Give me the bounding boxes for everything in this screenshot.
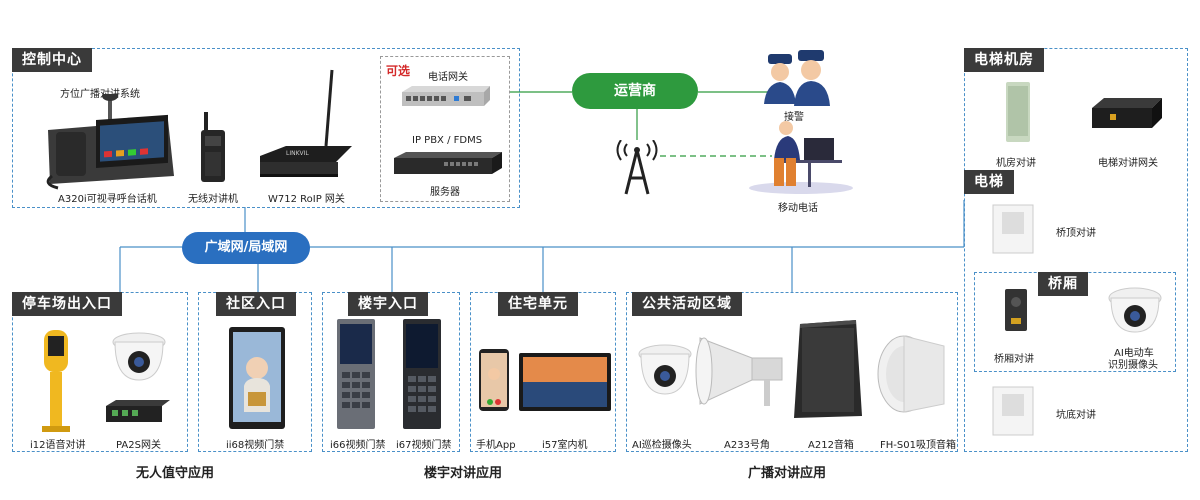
i12-label: i12语音对讲: [30, 440, 86, 451]
i67-image: [402, 318, 442, 430]
pa2s-label: PA2S网关: [116, 440, 161, 451]
optional-label: 可选: [386, 64, 411, 78]
mobile-app-image: [478, 348, 510, 412]
car-intercom-label: 桥厢对讲: [994, 354, 1034, 365]
ai-camera-label-line1: AI电动车: [1114, 348, 1154, 359]
server-image: [392, 150, 504, 178]
w712-label: W712 RoIP 网关: [268, 194, 345, 205]
parking-title: 停车场出入口: [12, 292, 122, 316]
horn-speaker-label: A233号角: [724, 440, 770, 451]
mobile-label: 移动电话: [778, 203, 818, 214]
horn-speaker-image: [694, 334, 794, 410]
ii68-image: [228, 326, 286, 430]
ai-camera-image: [1106, 282, 1164, 336]
cell-tower-icon: [612, 139, 662, 196]
walkie-talkie-image: [198, 112, 228, 184]
parking-camera-image: [110, 328, 168, 386]
mobile-app-label: 手机App: [476, 440, 516, 451]
box-speaker-image: [792, 320, 864, 420]
pa2s-image: [104, 398, 172, 426]
a320i-label: A320i可视寻呼台话机: [58, 194, 157, 205]
room-intercom-image: [1004, 80, 1032, 144]
ii68-label: ii68视频门禁: [226, 440, 285, 451]
i12-image: [38, 326, 74, 434]
public-title: 公共活动区域: [632, 292, 742, 316]
residence-title: 住宅单元: [498, 292, 578, 316]
phone-gateway-label: 电话网关: [428, 72, 468, 83]
public-box: [626, 292, 958, 452]
control-center-box: [12, 48, 520, 208]
walkie-label: 无线对讲机: [188, 194, 238, 205]
police-label: 接警: [784, 112, 804, 123]
elevator-gateway-image: [1090, 96, 1164, 130]
police-image: [762, 50, 834, 106]
unattended-app-label: 无人值守应用: [136, 466, 215, 481]
elevator-gateway-label: 电梯对讲网关: [1098, 158, 1158, 169]
ip-pbx-label: IP PBX / FDMS: [412, 135, 483, 146]
pit-intercom-label: 坑底对讲: [1056, 410, 1096, 421]
top-intercom-image: [992, 204, 1034, 254]
w712-gateway-image: [256, 66, 356, 182]
ai-camera-label-line2: 识别摄像头: [1108, 360, 1158, 371]
elevator-column-box: [964, 48, 1188, 452]
w712-brand: LINKVIL: [286, 150, 309, 157]
control-center-title: 控制中心: [12, 48, 92, 72]
broadcast-system-label: 方位广播对讲系统: [60, 89, 140, 100]
community-title: 社区入口: [216, 292, 296, 316]
building-title: 楼宇入口: [348, 292, 428, 316]
mobile-caller-image: [746, 120, 856, 194]
building-intercom-app-label: 楼宇对讲应用: [424, 466, 503, 481]
i67-label: i67视频门禁: [396, 440, 452, 451]
ceiling-speaker-label: FH-S01吸顶音箱: [880, 440, 956, 451]
i66-image: [336, 318, 376, 430]
ceiling-speaker-image: [874, 334, 950, 414]
box-speaker-label: A212音箱: [808, 440, 854, 451]
ai-inspection-camera-image: [636, 340, 694, 400]
room-intercom-label: 机房对讲: [996, 158, 1036, 169]
car-title: 桥厢: [1038, 272, 1088, 296]
elevator-room-title: 电梯机房: [964, 48, 1044, 72]
elevator-title: 电梯: [964, 170, 1014, 194]
ai-inspection-camera-label: AI巡检摄像头: [632, 440, 692, 451]
server-label: 服务器: [430, 187, 460, 198]
top-intercom-label: 桥顶对讲: [1056, 228, 1096, 239]
broadcast-intercom-app-label: 广播对讲应用: [748, 466, 827, 481]
phone-gateway-image: [400, 84, 492, 110]
operator-pill: 运营商: [572, 73, 698, 109]
network-pill: 广域网/局域网: [182, 232, 310, 264]
i57-label: i57室内机: [542, 440, 588, 451]
car-intercom-image: [1004, 288, 1028, 332]
i57-image: [518, 352, 612, 412]
a320i-phone-image: [38, 91, 178, 190]
pit-intercom-image: [992, 386, 1034, 436]
optional-box: [380, 56, 510, 202]
i66-label: i66视频门禁: [330, 440, 386, 451]
